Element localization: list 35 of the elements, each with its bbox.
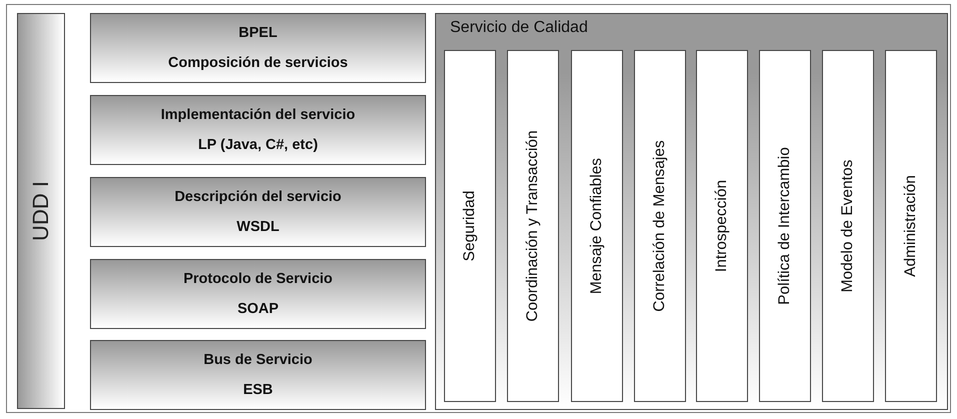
layer-subtitle: Composición de servicios xyxy=(168,55,348,71)
quality-column xyxy=(696,50,748,402)
quality-column xyxy=(759,50,811,402)
layer-box xyxy=(90,95,426,165)
layer-box xyxy=(90,340,426,410)
column-label: Introspección xyxy=(713,180,731,272)
column-label: Coordinación y Transacción xyxy=(524,130,542,322)
column-label: Mensaje Confiables xyxy=(588,158,606,294)
layer-subtitle: SOAP xyxy=(237,301,279,317)
quality-column xyxy=(444,50,496,402)
layer-title: Implementación del servicio xyxy=(160,107,356,123)
column-label: Política de Intercambio xyxy=(776,147,794,305)
layer-box xyxy=(90,13,426,83)
layer-subtitle: WSDL xyxy=(236,219,280,235)
layer-title: Descripción del servicio xyxy=(174,189,342,205)
column-label: Seguridad xyxy=(461,190,479,262)
column-label: Administración xyxy=(902,175,920,277)
column-label: Modelo de Eventos xyxy=(839,160,857,292)
layer-box xyxy=(90,259,426,329)
quality-column xyxy=(822,50,874,402)
quality-column xyxy=(571,50,623,402)
registry-bar xyxy=(17,13,65,409)
quality-column xyxy=(507,50,559,402)
layer-subtitle: LP (Java, C#, etc) xyxy=(198,137,318,153)
layer-subtitle: ESB xyxy=(243,382,273,398)
layer-title: Bus de Servicio xyxy=(204,352,312,368)
panel-heading: Servicio de Calidad xyxy=(450,19,588,37)
column-label: Correlación de Mensajes xyxy=(651,140,669,312)
column-label: UDD I xyxy=(28,181,54,241)
layer-title: BPEL xyxy=(238,25,278,41)
layer-box xyxy=(90,177,426,247)
quality-panel xyxy=(435,13,948,410)
quality-column xyxy=(634,50,686,402)
layer-title: Protocolo de Servicio xyxy=(183,271,333,287)
quality-column xyxy=(885,50,937,402)
